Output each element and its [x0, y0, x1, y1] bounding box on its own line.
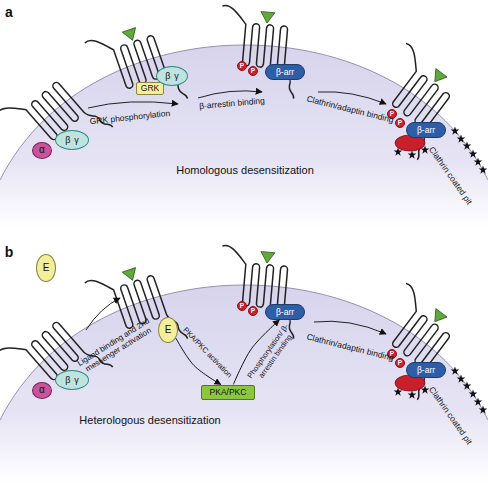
node-text: β [65, 376, 70, 385]
step-label: Ligand binding and 2nd messenger activat… [70, 313, 161, 379]
alpha-subunit: α [32, 382, 52, 399]
clathrin [479, 166, 488, 174]
step-arrow [314, 321, 386, 334]
clathrin [479, 406, 488, 414]
clathrin [394, 388, 403, 396]
ligand [260, 12, 275, 24]
membrane-edge [0, 285, 488, 420]
clathrin [457, 135, 466, 143]
node-text: α [39, 145, 45, 155]
pit-label: Clathrin coated pit [426, 145, 473, 207]
arrestin-blob: β-arr [406, 362, 446, 378]
step-arrow [86, 298, 120, 330]
node-text: P [251, 308, 255, 315]
step-label: Clathrin/adaptin binding [305, 332, 394, 363]
node-text: P [240, 303, 244, 310]
step-arrow [88, 102, 178, 108]
node-text: β-arr [276, 68, 294, 77]
alpha-subunit: α [32, 142, 52, 159]
beta-gamma-subunit: βγ [55, 130, 89, 150]
arrestin-blob: β-arr [406, 122, 446, 138]
clathrin [469, 390, 478, 398]
phosphate-group: P [237, 301, 247, 311]
receptor [354, 43, 469, 160]
node-text: β-arr [276, 308, 294, 317]
clathrin [451, 127, 460, 135]
clathrin [408, 151, 417, 159]
clathrin [469, 150, 478, 158]
effector-ellipse: E [158, 317, 178, 343]
clathrin [463, 382, 472, 390]
panel-title: Heterologous desensitization [79, 414, 220, 427]
node-text: β [65, 136, 70, 145]
kinase-box: GRK [136, 82, 164, 95]
cell-membrane [0, 285, 488, 484]
receptor [354, 283, 469, 400]
ligand [122, 28, 139, 43]
phosphate-group: P [248, 306, 258, 316]
edge-label: Phosphorylation/ β-arrestin binding [245, 320, 300, 387]
clathrin [474, 398, 483, 406]
node-text: PKA/PKC [210, 388, 247, 397]
step-label: β-arrestin binding [199, 96, 265, 111]
membrane-edge [0, 45, 488, 180]
clathrin [408, 391, 417, 399]
node-text: β-arr [417, 126, 435, 135]
node-text: E [165, 325, 172, 335]
pit-label: Clathrin coated pit [426, 385, 473, 447]
clathrin [463, 142, 472, 150]
edge-label: PKA/PKC activation [181, 326, 233, 380]
step-label: Clathrin/adaptin binding [305, 94, 394, 125]
beta-gamma-subunit: βγ [156, 66, 188, 86]
receptor [215, 5, 301, 98]
effector-ellipse: E [36, 254, 56, 282]
phosphate-group: P [248, 66, 258, 76]
node-text: E [43, 263, 50, 273]
node-text: γ [74, 136, 79, 145]
phosphate-group: P [237, 61, 247, 71]
arrestin-blob: β-arr [265, 304, 305, 320]
arrestin-blob: β-arr [265, 64, 305, 80]
ligand [429, 69, 447, 86]
phosphate-group: P [395, 118, 405, 128]
node-text: P [398, 120, 402, 127]
node-text: α [39, 385, 45, 395]
node-text: γ [174, 72, 179, 81]
clathrin [394, 148, 403, 156]
clathrin [457, 375, 466, 383]
panel-letter: a [5, 4, 13, 20]
kinase-box: PKA/PKC [201, 385, 255, 400]
ligand [429, 309, 447, 326]
node-text: GRK [141, 84, 159, 93]
beta-gamma-subunit: βγ [55, 370, 89, 390]
node-text: β-arr [417, 366, 435, 375]
node-text: P [240, 63, 244, 70]
step-label: GRK phosphorylation [89, 109, 170, 127]
phosphate-group: P [395, 358, 405, 368]
receptor [84, 16, 187, 124]
node-text: γ [74, 376, 79, 385]
panel-letter: b [5, 244, 14, 260]
node-text: P [251, 68, 255, 75]
clathrin [451, 367, 460, 375]
panel-title: Homologous desensitization [176, 164, 314, 177]
ligand [260, 252, 275, 264]
ligand [122, 268, 139, 283]
clathrin [474, 158, 483, 166]
node-text: β [165, 72, 170, 81]
node-text: P [398, 360, 402, 367]
